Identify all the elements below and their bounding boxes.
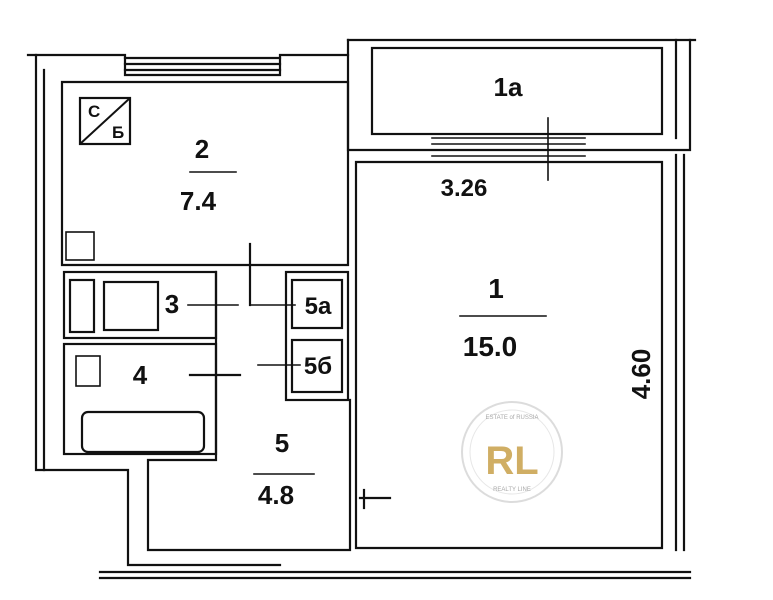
hall-room-5 — [146, 270, 352, 552]
room-number-3: 3 — [165, 289, 179, 319]
dimension-width: 3.26 — [441, 175, 488, 202]
room-area-2: 7.4 — [180, 186, 217, 216]
room-number-5b: 5б — [304, 353, 332, 380]
room-number-5: 5 — [275, 428, 289, 458]
room-area-1: 15.0 — [463, 331, 518, 362]
stove-icon: С Б — [78, 96, 132, 146]
room-number-5a: 5а — [305, 293, 332, 320]
stove-label-bottom: Б — [112, 123, 124, 142]
bathroom-room-4 — [62, 342, 242, 456]
logo-ring-bottom: REALTY LINE — [493, 487, 531, 493]
room-number-2: 2 — [195, 134, 209, 164]
stove-label-top: С — [88, 102, 100, 121]
balcony-window — [431, 117, 586, 181]
wall-fixtures — [65, 231, 101, 387]
leader-lines — [187, 171, 547, 475]
balcony-room-1a — [370, 46, 664, 136]
kitchen-room-2 — [60, 80, 350, 307]
dimension-height: 4.60 — [626, 349, 656, 400]
room-area-5: 4.8 — [258, 480, 294, 510]
living-room-1 — [354, 160, 664, 550]
logo-monogram: RL — [485, 439, 538, 483]
realty-line-logo: RL ESTATE of RUSSIA REALTY LINE — [461, 401, 563, 503]
room-number-4: 4 — [133, 360, 148, 390]
room-number-1a: 1а — [494, 72, 523, 102]
closet-block — [284, 270, 350, 402]
logo-ring-top: ESTATE of RUSSIA — [485, 415, 538, 421]
room-number-1: 1 — [488, 273, 504, 304]
